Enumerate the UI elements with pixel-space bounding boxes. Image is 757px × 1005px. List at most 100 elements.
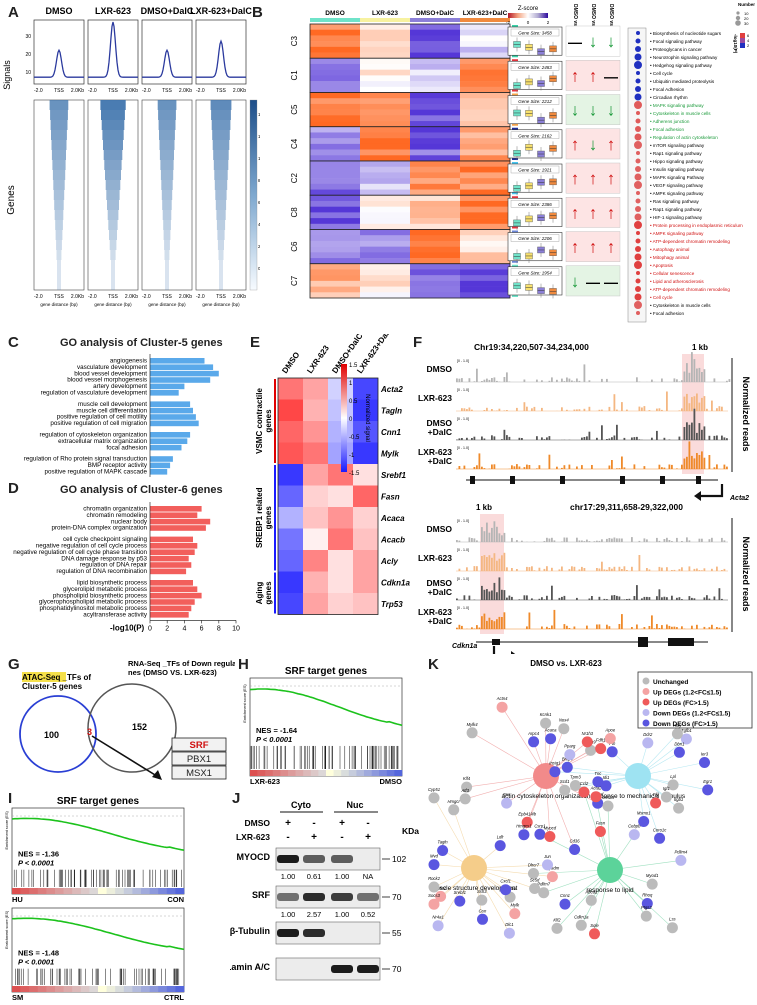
read-bar	[501, 589, 503, 600]
read-bar	[498, 408, 501, 411]
read-bar	[458, 568, 461, 571]
gene-node-label: Jun	[543, 854, 551, 859]
read-bar	[716, 435, 718, 440]
svg-text:TSS: TSS	[162, 294, 172, 300]
heatmap-e-cell	[328, 571, 353, 593]
signal-profile-line	[142, 48, 192, 78]
trend-arrow: ↑	[571, 203, 580, 222]
read-bar	[598, 568, 601, 571]
network-edge	[556, 869, 611, 929]
pathway-label: • Focal adhesion	[650, 311, 684, 316]
read-bar	[658, 628, 661, 629]
read-bar	[643, 627, 646, 629]
pathway-dot	[636, 311, 640, 315]
read-bar	[518, 437, 521, 440]
read-bar	[713, 378, 716, 382]
read-bar	[526, 406, 528, 411]
read-bar	[466, 437, 468, 440]
pathway-label: • Neurotrophin signaling pathway	[650, 55, 718, 60]
read-bar	[533, 406, 536, 411]
read-bar	[548, 628, 551, 629]
heatmap-e-gene: Tagln	[381, 406, 402, 415]
heatmap-e-cell	[353, 442, 378, 464]
panel-a-group-label: LXR-623	[95, 6, 131, 16]
trend-arrow: ↓	[571, 272, 580, 291]
pathway-dot	[634, 53, 642, 61]
hub-label: actin cytoskeleton organization	[502, 793, 591, 800]
read-bar	[626, 570, 628, 571]
svg-text:1: 1	[349, 381, 353, 387]
gene-node	[673, 746, 685, 758]
tss-arrow	[698, 484, 724, 498]
heatmap-e-group: Aging	[255, 582, 264, 605]
gene-node-label: Ier3	[701, 752, 709, 757]
read-bar	[456, 627, 458, 629]
gsea-p: P < 0.0001	[18, 958, 54, 967]
pathway-dot	[636, 271, 640, 275]
read-bar	[708, 627, 711, 629]
read-bar	[688, 424, 691, 440]
hub-label: response to lipid	[586, 887, 634, 894]
go-term-label: glycerophospholipid metabolic process	[39, 599, 147, 606]
read-bar	[721, 435, 723, 440]
read-bar	[528, 612, 531, 629]
read-bar	[656, 537, 658, 542]
read-bar	[683, 458, 686, 469]
read-bar	[568, 569, 571, 571]
gene-node	[602, 800, 614, 812]
read-bar	[511, 568, 513, 571]
read-bar	[503, 377, 506, 382]
read-bar	[491, 435, 493, 440]
gene-node-label: Acly	[672, 723, 682, 728]
read-bar	[458, 624, 461, 629]
read-bar	[623, 599, 626, 600]
panel-label-a: A	[8, 4, 19, 21]
read-bar	[693, 458, 696, 469]
read-bar	[688, 372, 691, 382]
read-bar	[546, 566, 548, 571]
read-bar	[461, 438, 463, 440]
read-bar	[658, 464, 661, 469]
svg-text:6: 6	[747, 33, 750, 38]
pathway-label: • Ras signaling pathway	[650, 199, 700, 204]
gsea-rank-bar	[326, 770, 334, 776]
lxr-row-label: LXR-623	[236, 832, 270, 842]
gene-node	[589, 928, 600, 940]
gene-node	[642, 737, 654, 749]
gene-node	[585, 894, 597, 906]
read-bar	[561, 541, 563, 542]
read-bar	[611, 568, 613, 571]
pathway-dot	[634, 173, 642, 181]
read-bar	[481, 466, 483, 469]
read-bar	[566, 537, 568, 542]
gsea-rank-bar	[175, 986, 185, 992]
heatmap-e-cell	[353, 485, 378, 507]
scale-label: 1 kb	[692, 343, 708, 352]
read-bar	[678, 410, 681, 411]
read-bar	[701, 372, 703, 382]
gsea-rank-bar	[89, 986, 99, 992]
svg-text:TSS: TSS	[108, 88, 118, 94]
pathway-dot	[635, 246, 641, 252]
zscore-bar	[508, 13, 548, 18]
gsea-nes: NES = -1.36	[18, 850, 59, 859]
gene-size-label: Gene Size: 3458	[518, 31, 552, 36]
read-bar	[671, 541, 673, 542]
trend-arrow: ↓	[589, 32, 598, 51]
read-bar	[721, 406, 723, 411]
read-bar	[721, 570, 723, 571]
gene-node-label: Gsn	[479, 908, 487, 913]
gene-node-label: Pparg	[564, 744, 576, 749]
gene-node	[578, 786, 590, 798]
panel-g-venn: ATAC-Seq _TFs of Cluster-5 genes RNA-Seq…	[19, 659, 235, 780]
read-bar	[728, 379, 731, 382]
read-bar	[483, 438, 486, 440]
gene-node-label: Arpc4	[527, 731, 540, 736]
pathway-label: • Cytoskeleton in muscle cells	[650, 111, 711, 116]
read-bar	[658, 540, 661, 542]
dmso-sign: -	[366, 818, 369, 829]
gsea-rank-bar	[29, 986, 39, 992]
read-bar	[658, 566, 661, 571]
